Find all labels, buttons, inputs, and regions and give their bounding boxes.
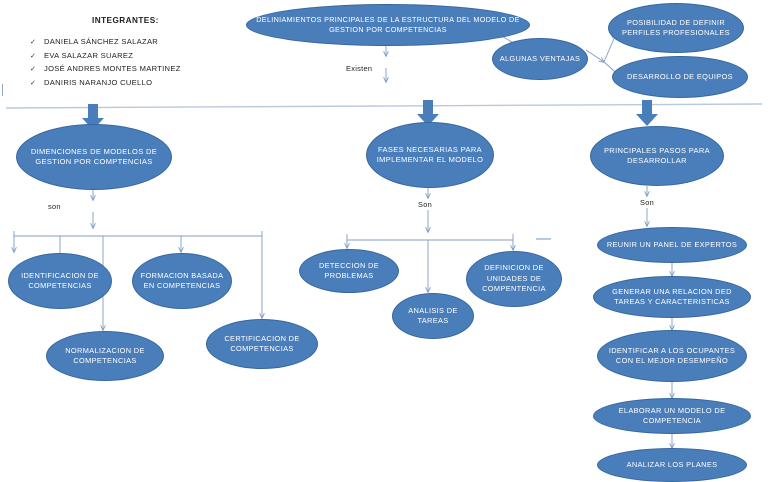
caption-son-left: son	[48, 202, 61, 211]
node-reunir-panel[interactable]: REUNIR UN PANEL DE EXPERTOS	[597, 227, 747, 263]
check-icon: ✓	[30, 39, 37, 46]
node-formacion-basada[interactable]: FORMACION BASADA EN COMPETENCIAS	[132, 253, 232, 309]
caption-son-right: Son	[640, 198, 655, 207]
node-definicion-unidades[interactable]: DEFINICION DE UNIDADES DE COMPENTENCIA	[466, 251, 562, 307]
member-name: DANIELA SÁNCHEZ SALAZAR	[44, 37, 159, 46]
node-identificacion-competencias[interactable]: IDENTIFICACION DE COMPETENCIAS	[8, 253, 112, 309]
node-algunas-ventajas[interactable]: ALGUNAS VENTAJAS	[492, 38, 588, 80]
node-deteccion-problemas[interactable]: DETECCION DE PROBLEMAS	[299, 249, 399, 293]
caption-son-mid: Son	[418, 200, 433, 209]
node-certificacion-competencias[interactable]: CERTIFICACION DE COMPETENCIAS	[206, 319, 318, 369]
node-analizar-planes[interactable]: ANALIZAR LOS PLANES	[597, 448, 747, 482]
left-edge-marker	[2, 84, 3, 96]
node-principales-pasos-head[interactable]: PRINCIPALES PASOS PARA DESARROLLAR	[590, 126, 724, 186]
node-identificar-ocupantes[interactable]: IDENTIFICAR A LOS OCUPANTES CON EL MEJOR…	[597, 330, 747, 382]
check-icon: ✓	[30, 66, 37, 74]
node-analisis-tareas[interactable]: ANALISIS DE TAREAS	[392, 293, 474, 339]
node-fases-head[interactable]: FASES NECESARIAS PARA IMPLEMENTAR EL MOD…	[366, 122, 494, 188]
list-item: ✓ JOSÉ ANDRES MONTES MARTINEZ	[30, 63, 181, 77]
member-name: EVA SALAZAR SUAREZ	[44, 50, 134, 60]
participants-block: INTEGRANTES: ✓ DANIELA SÁNCHEZ SALAZAR ✓…	[0, 0, 300, 100]
check-icon: ✓	[30, 52, 37, 60]
node-perfiles-profesionales[interactable]: POSIBILIDAD DE DEFINIR PERFILES PROFESIO…	[608, 3, 744, 53]
participants-title: INTEGRANTES:	[92, 16, 159, 25]
check-icon: ✓	[30, 79, 37, 87]
list-item: ✓ DANIRIS NARANJO CUELLO	[30, 77, 181, 91]
member-name: DANIRIS NARANJO CUELLO	[44, 77, 153, 87]
caption-existen: Existen	[346, 64, 373, 73]
member-name: JOSÉ ANDRES MONTES MARTINEZ	[44, 64, 181, 74]
node-elaborar-modelo[interactable]: ELABORAR UN MODELO DE COMPETENCIA	[593, 398, 751, 434]
node-main-title[interactable]: DELINIAMIENTOS PRINCIPALES DE LA ESTRUCT…	[246, 4, 530, 46]
node-generar-relacion[interactable]: GENERAR UNA RELACION DED TAREAS Y CARACT…	[593, 276, 751, 318]
list-item: ✓ EVA SALAZAR SUAREZ	[30, 50, 181, 64]
participants-list: ✓ DANIELA SÁNCHEZ SALAZAR ✓ EVA SALAZAR …	[30, 36, 181, 90]
list-item: ✓ DANIELA SÁNCHEZ SALAZAR	[30, 36, 181, 50]
node-normalizacion-competencias[interactable]: NORMALIZACION DE COMPETENCIAS	[46, 331, 164, 381]
node-dimensiones-head[interactable]: DIMENCIONES DE MODELOS DE GESTION POR CO…	[16, 124, 172, 190]
node-desarrollo-equipos[interactable]: DESARROLLO DE EQUIPOS	[612, 56, 748, 98]
